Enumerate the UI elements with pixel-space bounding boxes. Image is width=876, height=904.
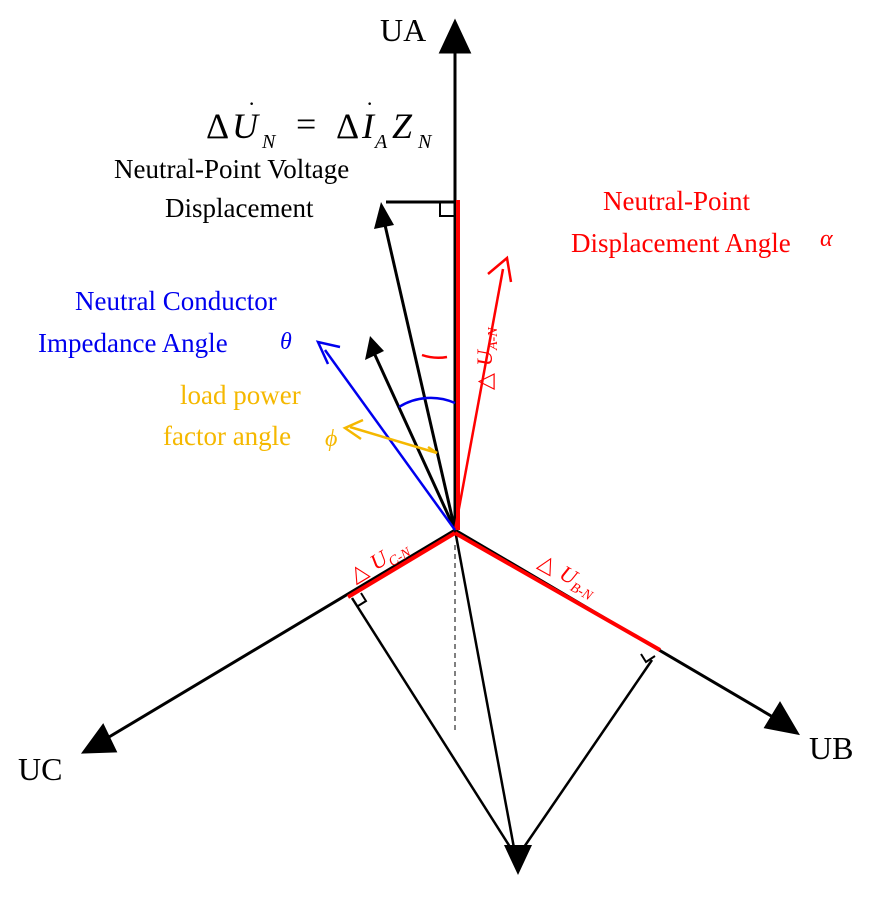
uc-arrowhead bbox=[80, 723, 118, 754]
formula-u-dot: · bbox=[248, 91, 255, 116]
blue-arrowhead bbox=[315, 340, 341, 365]
current-vector-line bbox=[373, 354, 457, 531]
formula-i-sub: A bbox=[373, 131, 388, 153]
ua-n-delta: △ bbox=[472, 373, 497, 390]
ua-n-sub: A-N bbox=[486, 327, 501, 351]
nci-label-line-2: Impedance Angle bbox=[38, 328, 228, 358]
right-angle-markers bbox=[357, 202, 656, 664]
ua-n-main: U bbox=[472, 348, 497, 366]
segment-lines bbox=[346, 200, 661, 652]
bottom-arrowhead bbox=[504, 845, 532, 875]
displacement-vector-line bbox=[383, 224, 457, 531]
formula-i-dot: · bbox=[366, 91, 373, 116]
npv-label-line-2: Displacement bbox=[165, 193, 314, 223]
projection-lines bbox=[350, 529, 654, 875]
ua-label: UA bbox=[380, 12, 426, 48]
theta-arc bbox=[398, 396, 456, 409]
nci-label-line-1: Neutral Conductor bbox=[75, 286, 277, 316]
ua-arrowhead bbox=[438, 18, 472, 54]
uc-label: UC bbox=[18, 751, 62, 787]
yellow-arrowhead bbox=[342, 418, 364, 441]
npa-alpha-symbol: α bbox=[820, 226, 833, 252]
current-arrowhead bbox=[365, 336, 384, 360]
formula-u-sub: N bbox=[261, 131, 277, 153]
red-arrow-line bbox=[453, 268, 505, 531]
formula-z: Z bbox=[392, 106, 413, 146]
lpf-phi-symbol: ϕ bbox=[325, 426, 337, 452]
phi-arc bbox=[427, 445, 438, 455]
right-angle-b bbox=[640, 653, 656, 664]
c-projection-line bbox=[350, 597, 514, 851]
ub-label: UB bbox=[809, 730, 853, 766]
formula-delta-1: Δ bbox=[206, 106, 229, 146]
right-angle-top bbox=[439, 202, 455, 217]
power-factor-angle-arrow bbox=[342, 418, 438, 455]
yellow-arrow-line bbox=[349, 425, 438, 455]
npa-label-line-1: Neutral-Point bbox=[603, 186, 750, 216]
ua-n-segment-label: △ U A-N bbox=[472, 327, 501, 390]
ub-n-delta: △ bbox=[535, 549, 562, 579]
nci-theta-symbol: θ bbox=[280, 329, 292, 355]
formula-delta-2: Δ bbox=[336, 106, 359, 146]
lpf-label-line-1: load power bbox=[180, 380, 301, 410]
alpha-arc bbox=[421, 353, 448, 359]
ub-arrowhead bbox=[763, 701, 800, 736]
npa-label-line-2: Displacement Angle bbox=[571, 228, 791, 258]
formula-z-sub: N bbox=[417, 131, 433, 153]
displacement-arrowhead bbox=[374, 202, 394, 229]
formula: Δ U · N = Δ I · A Z N bbox=[206, 91, 433, 153]
formula-i: I bbox=[361, 106, 376, 146]
right-angle-c bbox=[357, 592, 368, 607]
uc-n-segment bbox=[346, 531, 457, 599]
displacement-vector bbox=[365, 200, 457, 531]
displacement-angle-arrow bbox=[421, 255, 513, 531]
formula-u: U bbox=[232, 106, 260, 146]
b-projection-line bbox=[520, 659, 654, 851]
formula-equals: = bbox=[296, 104, 316, 144]
center-to-bottom-line bbox=[453, 529, 516, 849]
red-arrowhead bbox=[487, 255, 513, 283]
uc-n-segment-label: △ U C-N bbox=[345, 544, 415, 587]
lpf-label-line-2: factor angle bbox=[163, 421, 291, 451]
ub-n-segment bbox=[454, 531, 661, 652]
npv-label-line-1: Neutral-Point Voltage bbox=[114, 154, 349, 184]
uc-axis-line bbox=[103, 528, 456, 742]
